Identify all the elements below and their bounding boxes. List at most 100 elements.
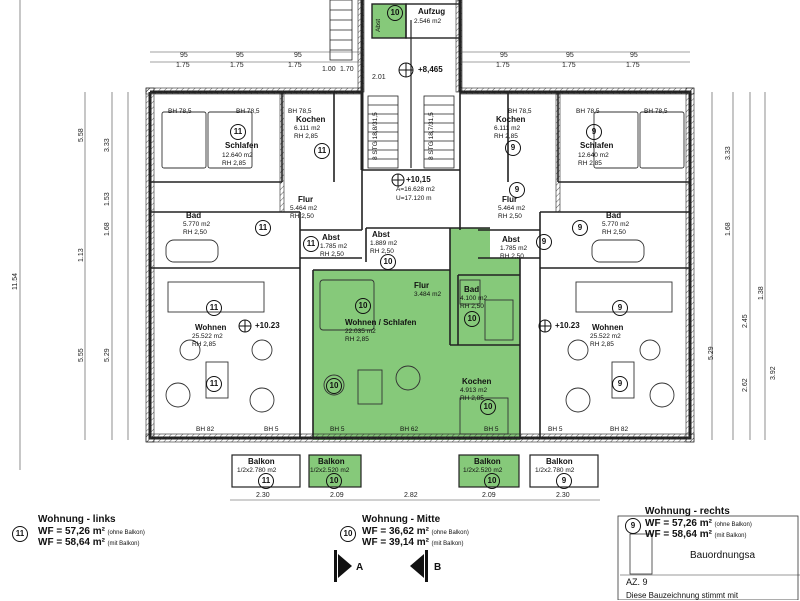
- mid-balkon-left-area: 1/2x2.520 m2: [310, 467, 350, 474]
- left-kochen-area: 6.111 m2: [294, 125, 321, 132]
- unit-11-badge-kochen: 11: [314, 143, 330, 159]
- dim-top: 1.75: [496, 62, 510, 69]
- elevator-abst-label: Abst: [375, 18, 382, 32]
- mid-flur-name: Flur: [414, 281, 430, 290]
- bh-label: BH 62: [400, 426, 419, 433]
- dim-left: 11.54: [12, 273, 19, 290]
- right-wohnen-area: 25.522 m2: [590, 333, 621, 340]
- bh-label: BH 78,5: [508, 108, 532, 115]
- right-schlafen-area: 12.640 m2: [578, 152, 609, 159]
- bh-label: BH 78,5: [576, 108, 600, 115]
- dim-bottom: 2.82: [404, 492, 418, 499]
- legend-right: Wohnung - rechts WF = 57,26 m² (ohne Bal…: [645, 506, 752, 541]
- dim-left: 1.53: [104, 192, 111, 206]
- right-schlafen-rh: RH 2,85: [578, 160, 602, 167]
- bh-label: BH 5: [484, 426, 499, 433]
- dim-top: 95: [294, 52, 302, 59]
- left-schlafen-rh: RH 2,85: [222, 160, 246, 167]
- right-bad-rh: RH 2,50: [602, 229, 626, 236]
- left-balkon-name: Balkon: [248, 457, 275, 466]
- approval-stamp: [617, 515, 799, 600]
- left-kochen-name: Kochen: [296, 115, 326, 124]
- legend-left-title: Wohnung - links: [38, 514, 116, 525]
- stamp-footer: Diese Bauzeichnung stimmt mit: [626, 591, 739, 600]
- right-abst-rh: RH 2,50: [500, 253, 524, 260]
- unit-11-badge-balkon: 11: [258, 473, 274, 489]
- right-kochen-rh: RH 2,85: [494, 133, 518, 140]
- stamp-authority: Bauordnungsa: [690, 550, 756, 561]
- legend-right-badge: 9: [625, 518, 641, 534]
- legend-middle-wf1: WF = 36,62 m²: [362, 525, 429, 537]
- dim-top: 1.75: [288, 62, 302, 69]
- dim-bottom: 2.30: [556, 492, 570, 499]
- dim-top: 2.01: [372, 74, 386, 81]
- bh-label: BH 5: [548, 426, 563, 433]
- unit-11-badge-schlafen: 11: [230, 124, 246, 140]
- dim-right: 1.38: [758, 286, 765, 300]
- level-markers: [238, 62, 552, 333]
- left-abst-rh: RH 2,50: [320, 251, 344, 258]
- unit-10-badge-bad: 10: [464, 311, 480, 327]
- dim-top: 95: [500, 52, 508, 59]
- bh-label: BH 5: [264, 426, 279, 433]
- unit-10-badge-wohnen: 10: [326, 378, 342, 394]
- dim-top: 1.75: [562, 62, 576, 69]
- right-wohnen-name: Wohnen: [592, 323, 624, 332]
- legend-left-note2: (mit Balkon): [107, 541, 140, 547]
- mid-abst-rh: RH 2,50: [370, 248, 394, 255]
- dim-right: 3.92: [770, 366, 777, 380]
- legend-right-wf2: WF = 58,64 m²: [645, 529, 712, 540]
- left-bad-area: 5.770 m2: [183, 221, 211, 228]
- level-marker-top: +8,465: [418, 65, 443, 74]
- left-kochen-rh: RH 2,85: [294, 133, 318, 140]
- dim-bottom: 2.30: [256, 492, 270, 499]
- unit-11-badge-wohnen: 11: [206, 300, 222, 316]
- dim-top: 95: [180, 52, 188, 59]
- right-level: +10.23: [555, 321, 580, 330]
- mid-bad-rh: RH 2,50: [460, 303, 484, 310]
- legend-left-badge: 11: [12, 526, 28, 542]
- dim-right: 2.45: [742, 314, 749, 328]
- legend-right-note1: (ohne Balkon): [714, 521, 752, 528]
- bh-label: BH 82: [196, 426, 215, 433]
- right-kochen-name: Kochen: [496, 115, 526, 124]
- unit-11-badge-abst: 11: [303, 236, 319, 252]
- unit-9-badge-wohnen: 9: [612, 300, 628, 316]
- mid-wohnen-name: Wohnen / Schlafen: [345, 318, 417, 327]
- legend-right-title: Wohnung - rechts: [645, 506, 730, 517]
- right-kochen-area: 6.111 m2: [494, 125, 521, 132]
- mid-abst-area: 1.889 m2: [370, 240, 398, 247]
- right-bad-name: Bad: [606, 211, 622, 220]
- unit-9-badge-kochen: 9: [505, 140, 521, 156]
- left-abst-area: 1.785 m2: [320, 243, 348, 250]
- unit-10-badge-balkon-left: 10: [326, 473, 342, 489]
- right-flur-name: Flur: [502, 195, 518, 204]
- legend-right-wf1: WF = 57,26 m²: [645, 517, 712, 529]
- dim-top: 95: [630, 52, 638, 59]
- left-bad-rh: RH 2,50: [183, 229, 207, 236]
- left-balkon-area: 1/2x2.780 m2: [237, 467, 277, 474]
- dim-right: 2.62: [742, 378, 749, 392]
- legend-middle-wf2: WF = 39,14 m²: [362, 537, 429, 548]
- dim-top: 1.75: [230, 62, 244, 69]
- unit-10-badge-elevator: 10: [387, 5, 403, 21]
- mid-wohnen-area: 22.035 m2: [345, 328, 376, 335]
- unit-10-badge-kochen: 10: [480, 399, 496, 415]
- mid-flur-area: 3.484 m2: [414, 291, 442, 298]
- left-abst-name: Abst: [322, 233, 340, 242]
- left-level: +10.23: [255, 321, 280, 330]
- right-abst-area: 1.785 m2: [500, 245, 528, 252]
- mid-wohnen-rh: RH 2,85: [345, 336, 369, 343]
- legend-middle-title: Wohnung - Mitte: [362, 514, 441, 525]
- staircase: [329, 0, 461, 169]
- mid-bad-area: 4.100 m2: [460, 295, 488, 302]
- furniture: [161, 111, 685, 435]
- dim-left: 5.58: [78, 128, 85, 142]
- legend-left-note1: (ohne Balkon): [107, 529, 145, 536]
- legend-left: Wohnung - links WF = 57,26 m² (ohne Balk…: [38, 514, 145, 549]
- mid-bad-name: Bad: [464, 285, 480, 294]
- dimension-lines: [19, 0, 766, 501]
- dim-left: 1.13: [78, 248, 85, 262]
- left-flur-rh: RH 2,50: [290, 213, 314, 220]
